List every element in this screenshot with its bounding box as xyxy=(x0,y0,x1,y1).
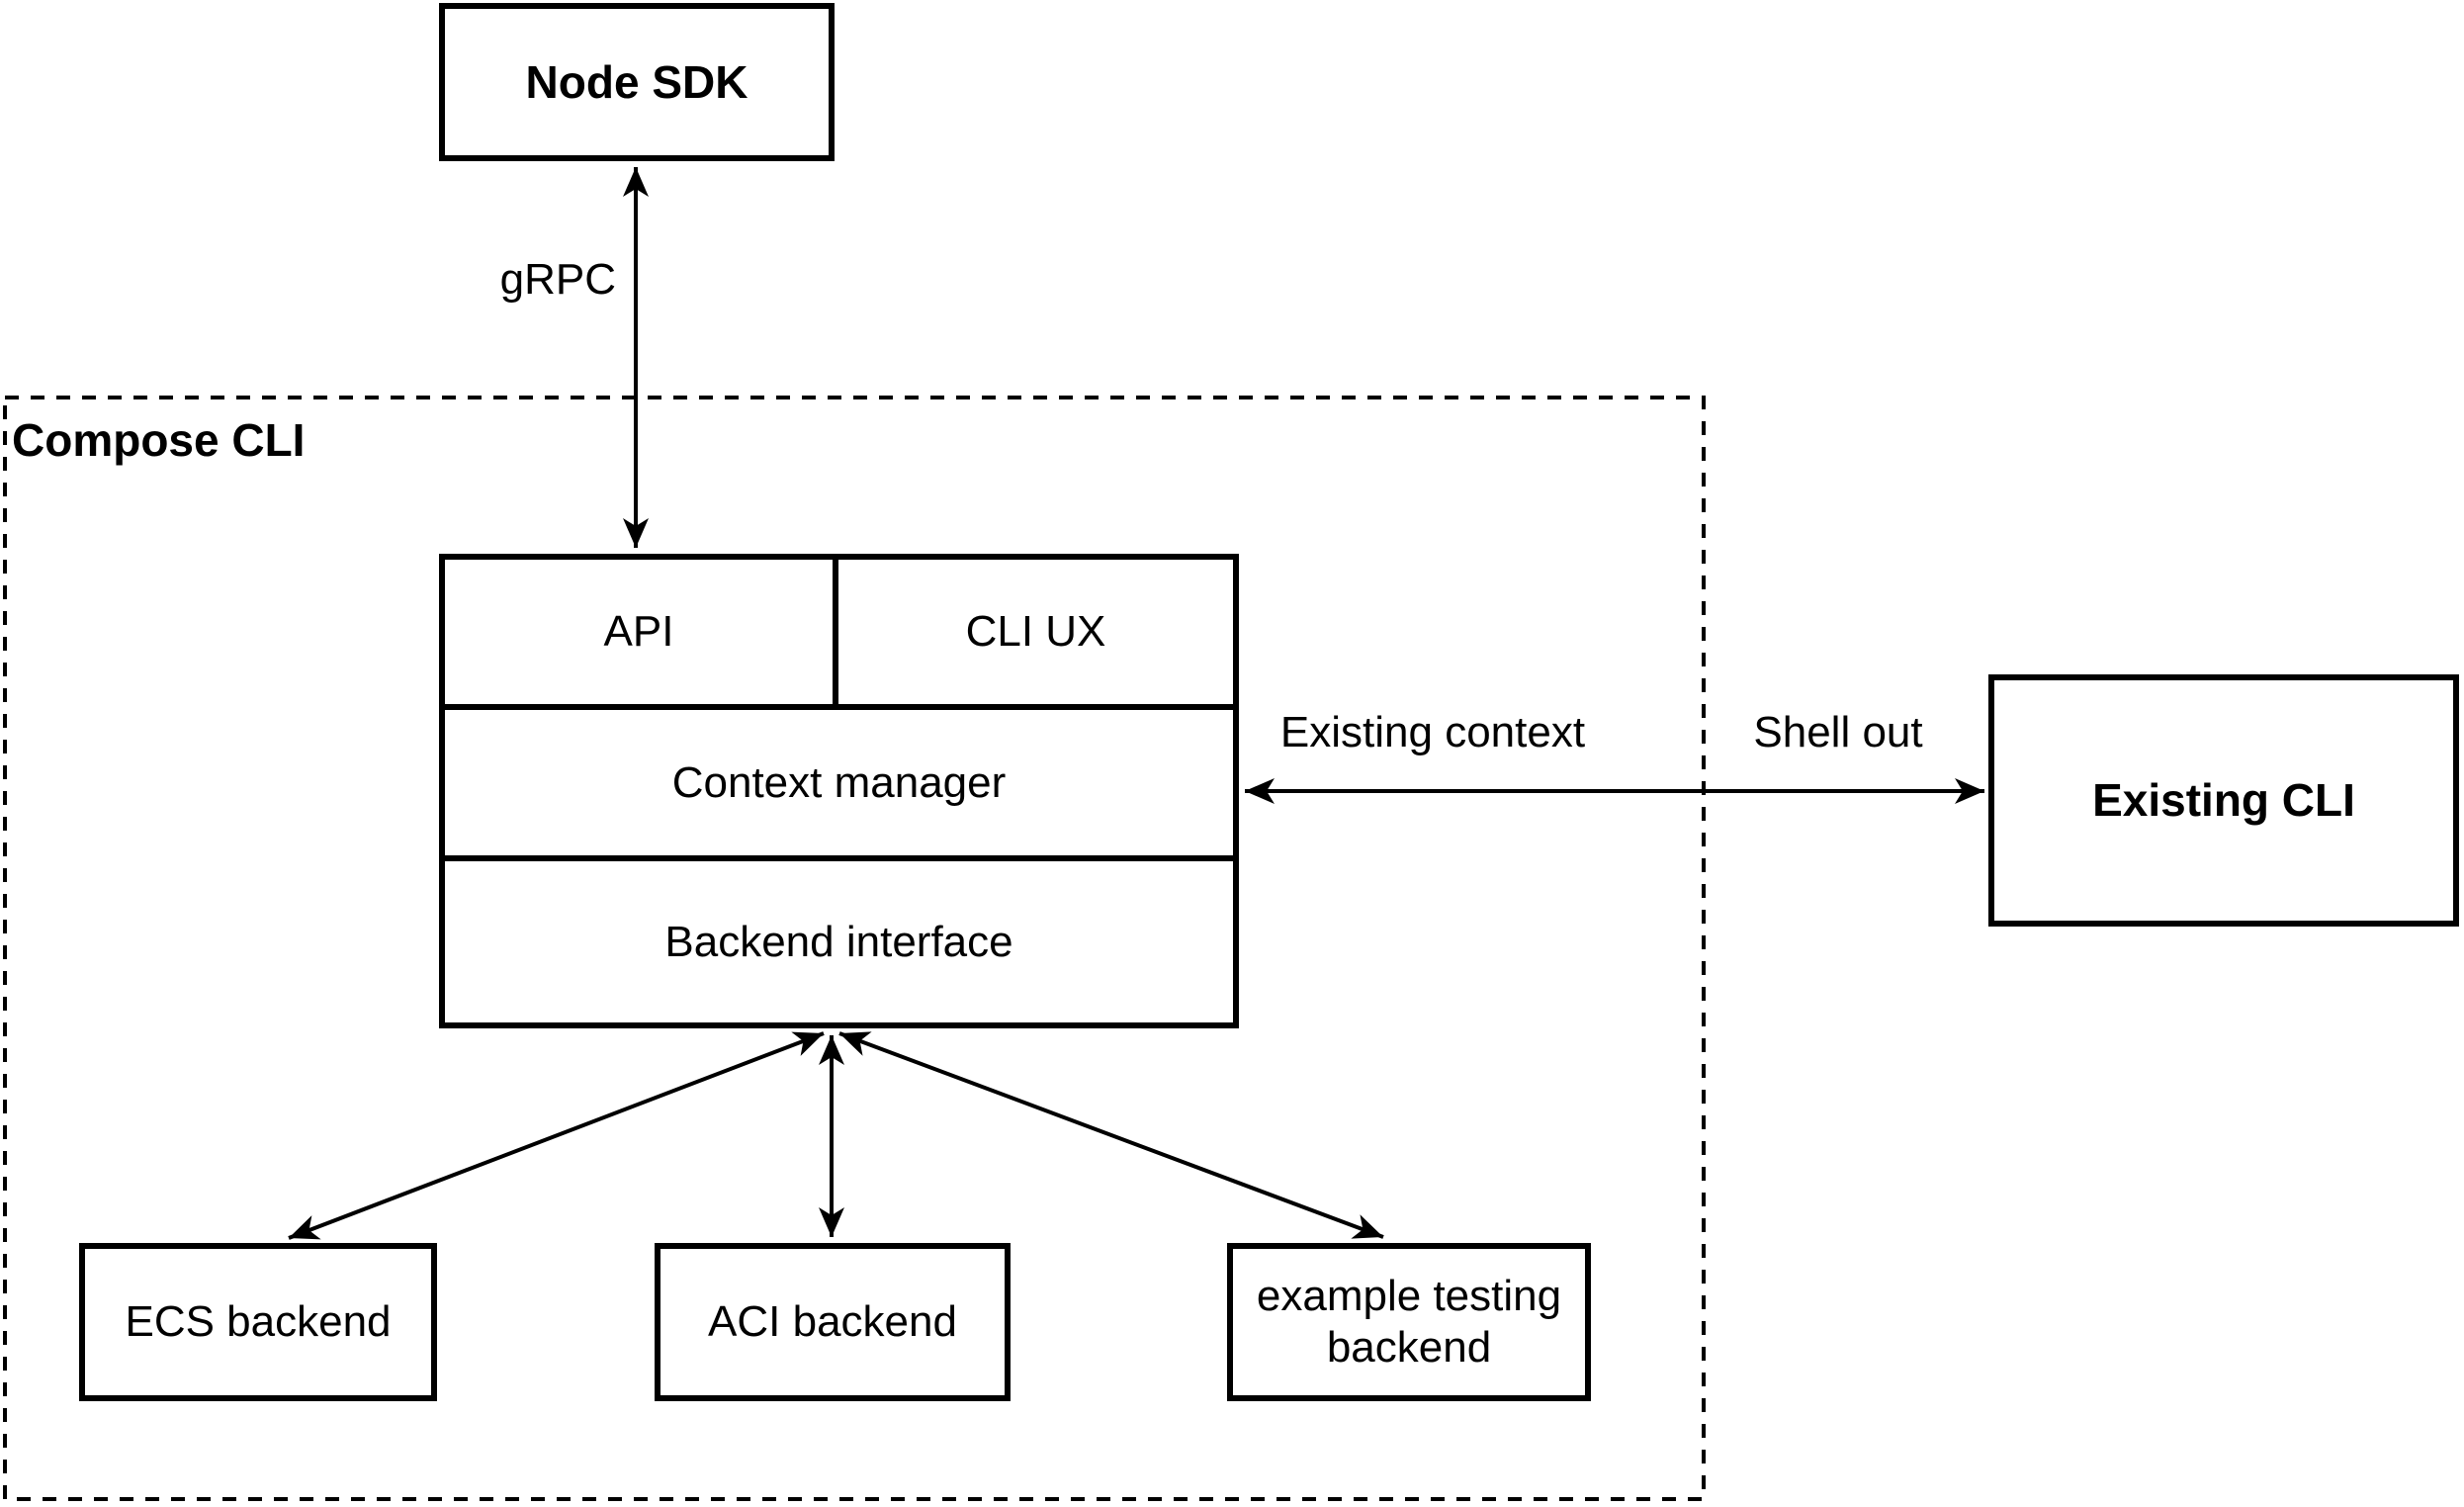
cli-stack-box: API CLI UX Context manager Backend inter… xyxy=(439,554,1239,1028)
node-sdk-label: Node SDK xyxy=(525,55,748,108)
grpc-edge-label: gRPC xyxy=(499,255,616,304)
aci-backend-label: ACI backend xyxy=(708,1297,957,1347)
existing-context-edge-label: Existing context xyxy=(1279,708,1586,756)
ecs-backend-label: ECS backend xyxy=(125,1297,392,1347)
existing-cli-label: Existing CLI xyxy=(2092,774,2355,827)
example-testing-backend-label: example testing backend xyxy=(1256,1272,1562,1372)
ecs-backend-box: ECS backend xyxy=(79,1243,437,1401)
example-backend-arrow xyxy=(838,1031,1384,1239)
api-label: API xyxy=(603,607,674,656)
compose-cli-container xyxy=(3,396,1706,1501)
aci-backend-box: ACI backend xyxy=(655,1243,1011,1401)
example-testing-backend-box: example testing backend xyxy=(1227,1243,1591,1401)
cli-ux-cell: CLI UX xyxy=(838,560,1233,704)
context-manager-cell: Context manager xyxy=(445,710,1233,861)
backend-interface-label: Backend interface xyxy=(664,917,1013,966)
backend-interface-cell: Backend interface xyxy=(445,861,1233,1022)
context-manager-label: Context manager xyxy=(671,757,1007,807)
ecs-backend-arrow xyxy=(288,1031,825,1240)
shell-out-edge-label: Shell out xyxy=(1753,708,1923,756)
compose-cli-label: Compose CLI xyxy=(12,414,306,466)
api-cell: API xyxy=(445,560,838,704)
cli-stack-top-row: API CLI UX xyxy=(445,560,1233,710)
node-sdk-box: Node SDK xyxy=(439,3,835,161)
existing-cli-box: Existing CLI xyxy=(1988,674,2459,927)
cli-ux-label: CLI UX xyxy=(965,607,1106,656)
